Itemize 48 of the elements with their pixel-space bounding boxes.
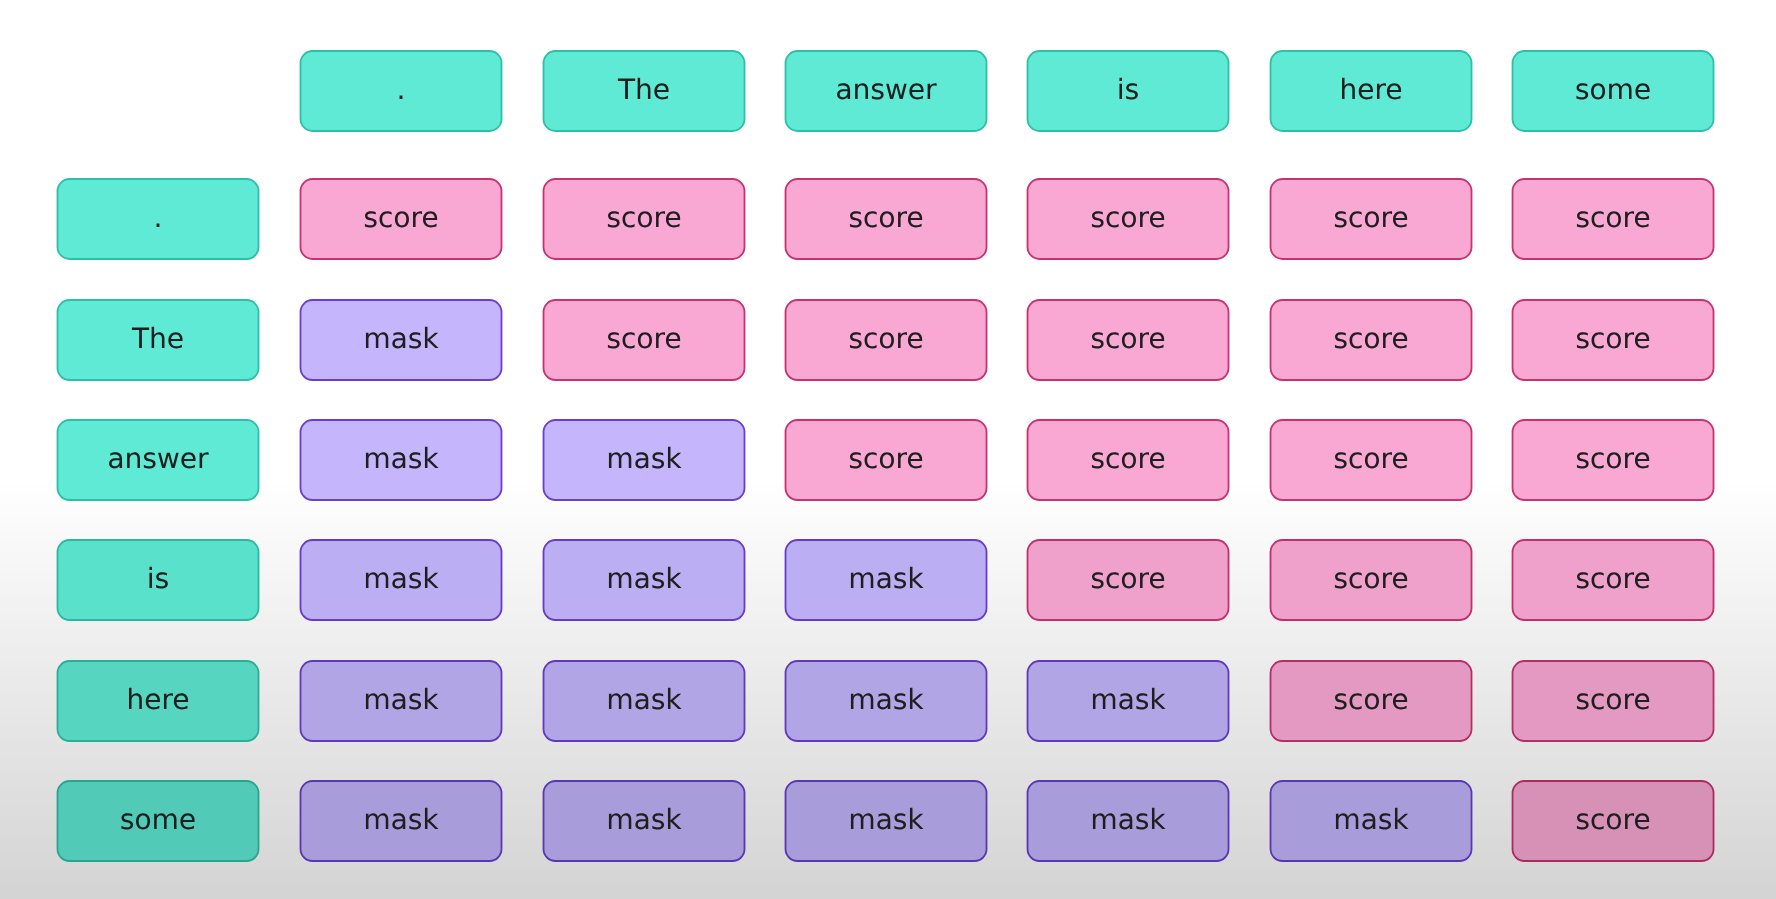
- token-box: The: [542, 50, 746, 132]
- score-box: score: [1026, 539, 1230, 621]
- score-box: score: [784, 178, 988, 260]
- score-box: score: [1511, 660, 1715, 742]
- mask-box: mask: [1269, 780, 1473, 862]
- mask-box: mask: [784, 539, 988, 621]
- token-box: some: [56, 780, 260, 862]
- mask-box: mask: [784, 660, 988, 742]
- token-box: .: [56, 178, 260, 260]
- score-box: score: [542, 299, 746, 381]
- token-box: here: [1269, 50, 1473, 132]
- mask-box: mask: [299, 419, 503, 501]
- score-box: score: [1026, 419, 1230, 501]
- score-box: score: [299, 178, 503, 260]
- score-box: score: [1026, 178, 1230, 260]
- score-box: score: [1511, 780, 1715, 862]
- mask-box: mask: [784, 780, 988, 862]
- token-box: is: [1026, 50, 1230, 132]
- score-box: score: [1511, 419, 1715, 501]
- mask-box: mask: [1026, 780, 1230, 862]
- score-box: score: [784, 299, 988, 381]
- score-box: score: [542, 178, 746, 260]
- token-box: here: [56, 660, 260, 742]
- mask-box: mask: [299, 539, 503, 621]
- score-box: score: [1269, 299, 1473, 381]
- mask-box: mask: [299, 299, 503, 381]
- token-box: answer: [784, 50, 988, 132]
- score-box: score: [1269, 660, 1473, 742]
- score-box: score: [1269, 539, 1473, 621]
- token-box: The: [56, 299, 260, 381]
- token-box: .: [299, 50, 503, 132]
- score-box: score: [1511, 178, 1715, 260]
- token-box: answer: [56, 419, 260, 501]
- token-box: some: [1511, 50, 1715, 132]
- score-box: score: [1511, 539, 1715, 621]
- score-box: score: [784, 419, 988, 501]
- mask-box: mask: [542, 539, 746, 621]
- mask-box: mask: [299, 660, 503, 742]
- score-box: score: [1026, 299, 1230, 381]
- mask-box: mask: [542, 780, 746, 862]
- mask-box: mask: [542, 419, 746, 501]
- mask-box: mask: [299, 780, 503, 862]
- score-box: score: [1511, 299, 1715, 381]
- token-box: is: [56, 539, 260, 621]
- mask-box: mask: [542, 660, 746, 742]
- score-box: score: [1269, 178, 1473, 260]
- score-box: score: [1269, 419, 1473, 501]
- mask-box: mask: [1026, 660, 1230, 742]
